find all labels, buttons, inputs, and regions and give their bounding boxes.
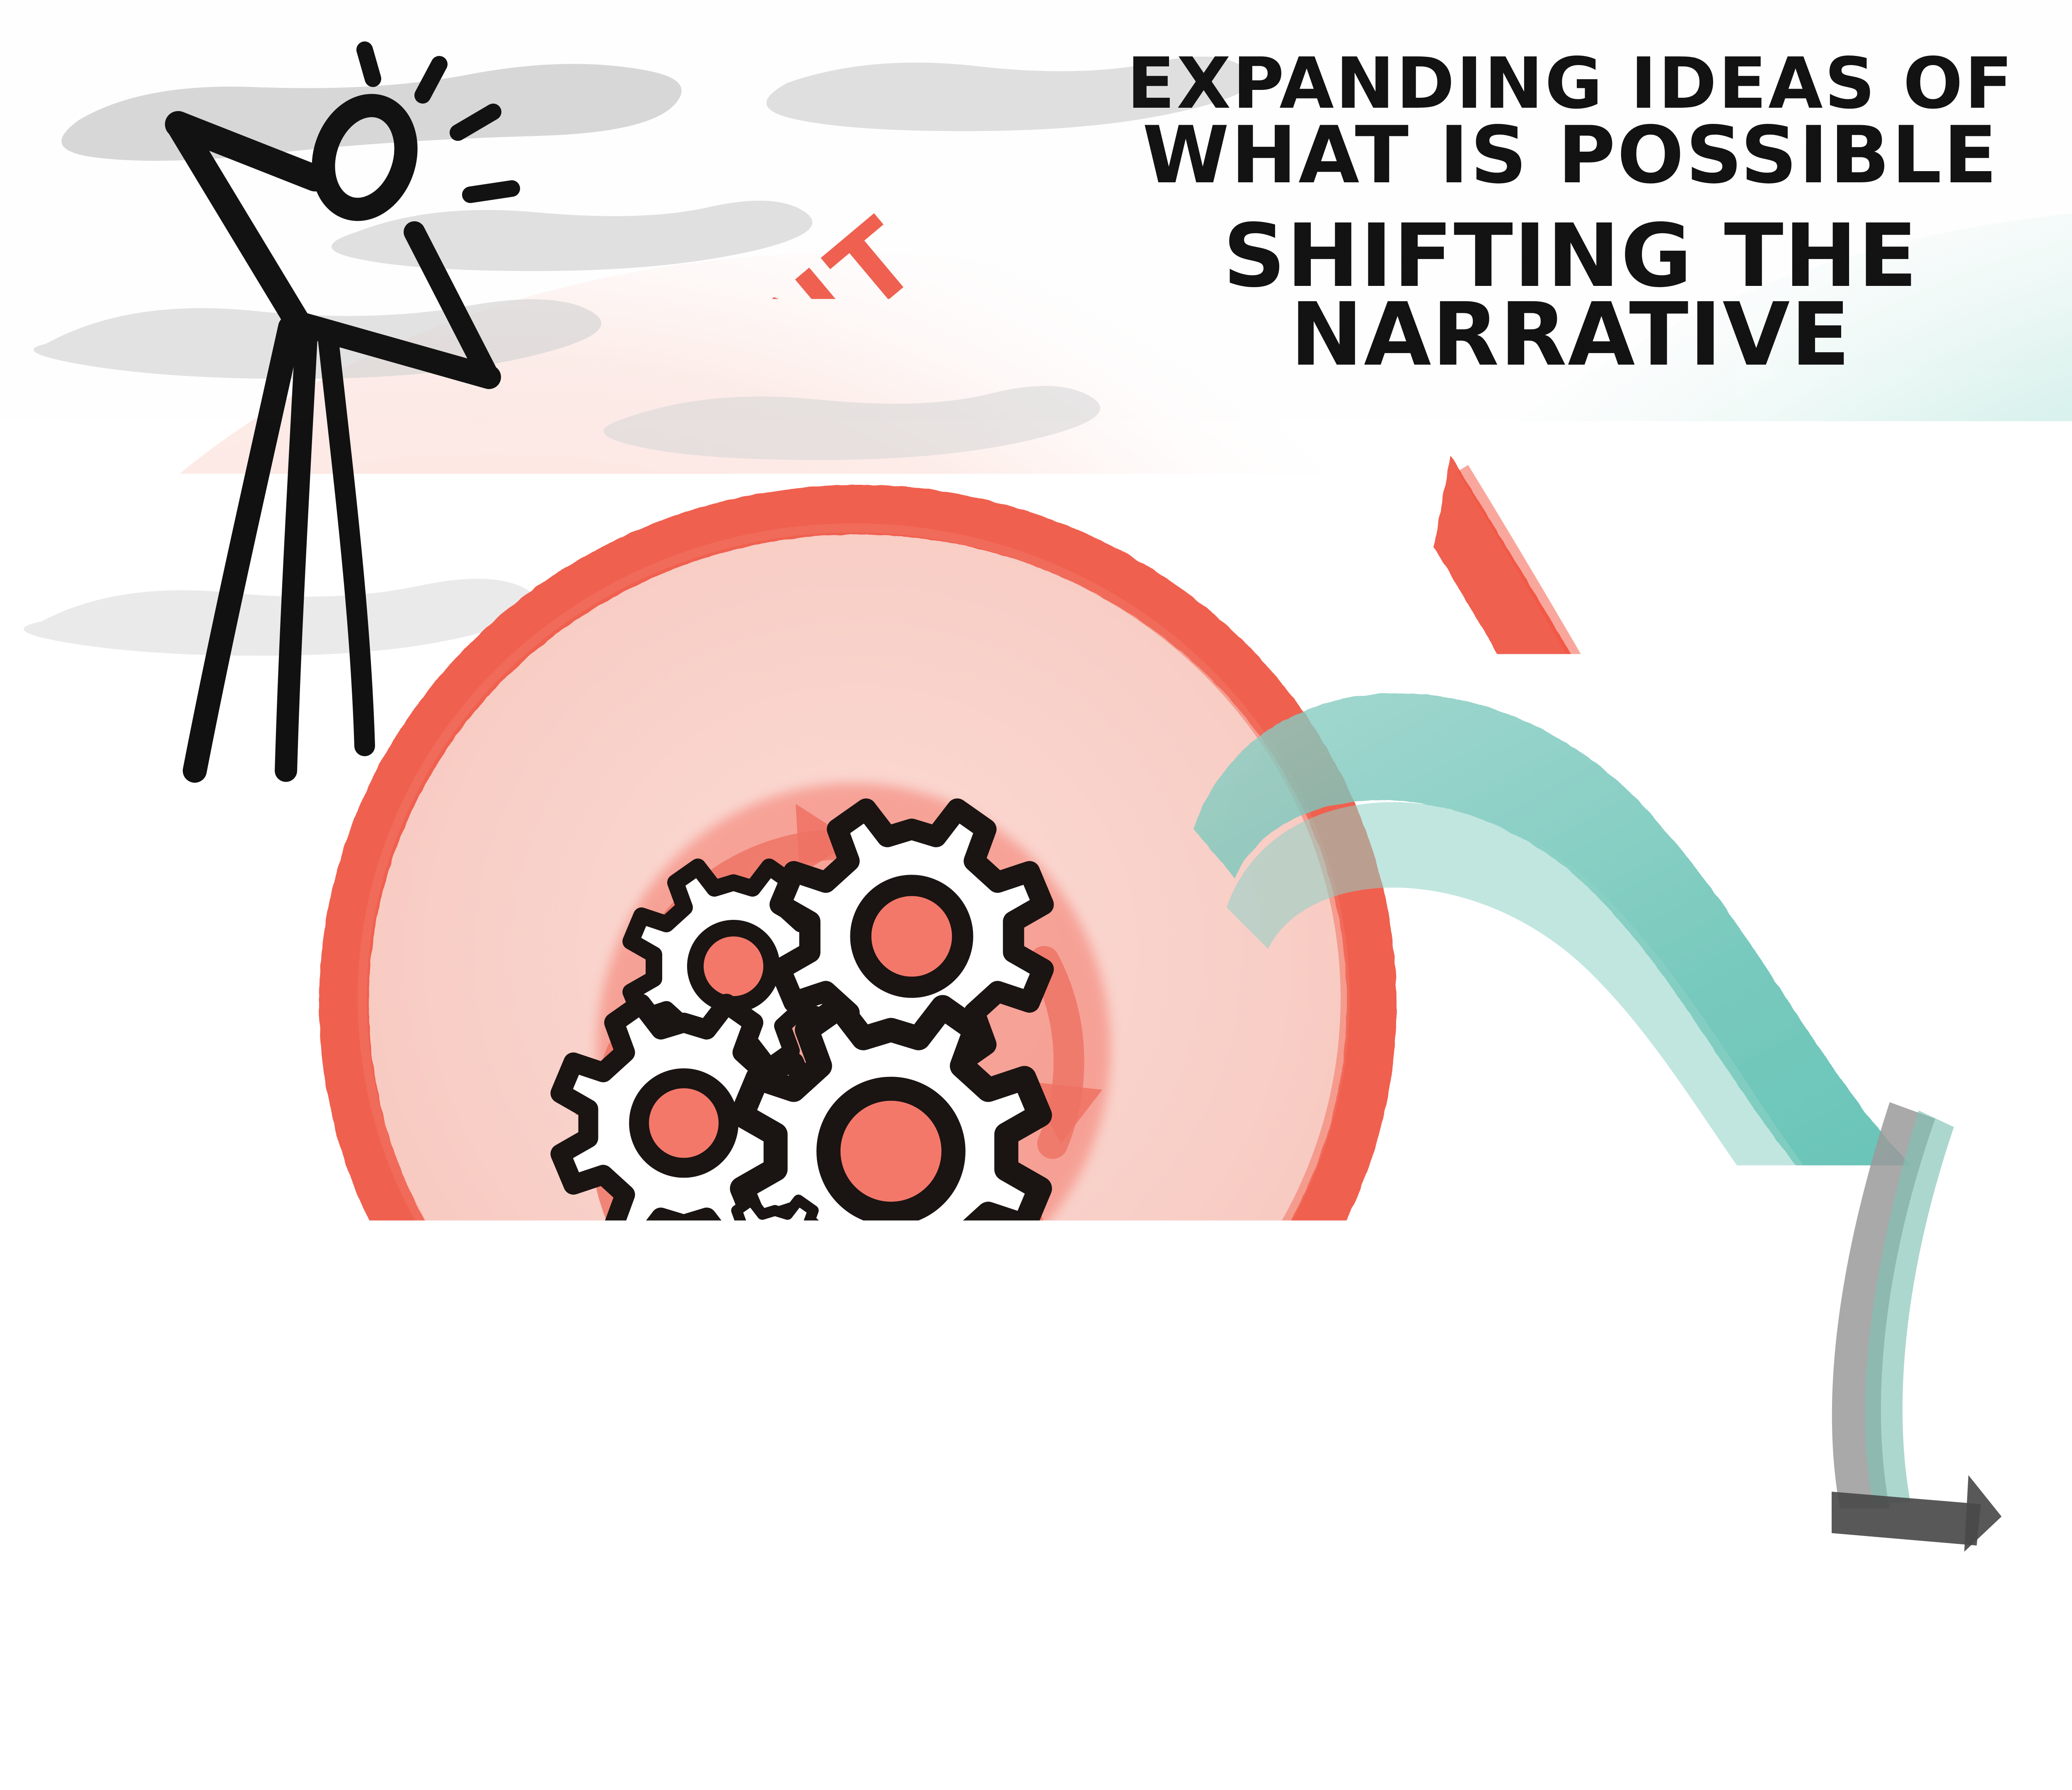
infographic-artwork: PESSIMISM FEAR HARM ANXIETY ISOLATION [0, 0, 2072, 1790]
paper-grain [0, 0, 2072, 1790]
infographic-canvas: PESSIMISM FEAR HARM ANXIETY ISOLATION [0, 0, 2072, 1790]
